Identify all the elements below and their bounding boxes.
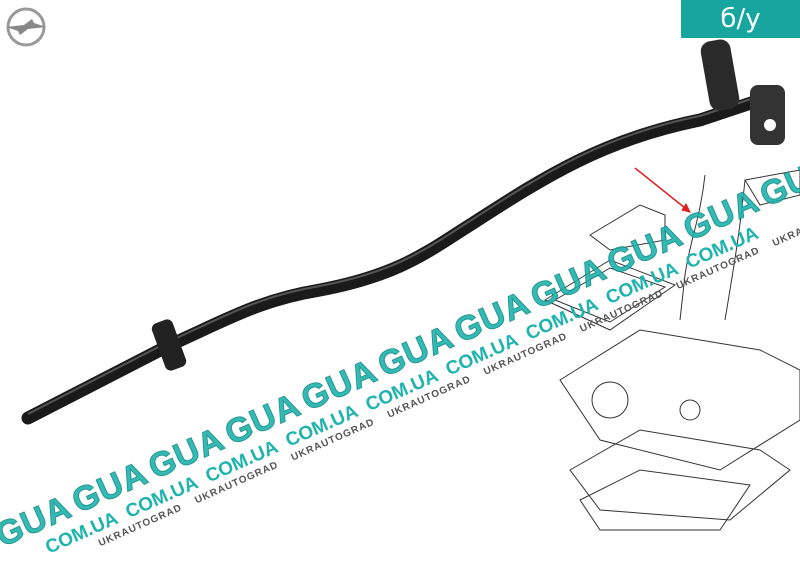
opel-logo-icon [6,7,46,47]
condition-badge: б/у [681,0,800,38]
engine-diagram [543,167,800,531]
product-photo [21,39,800,531]
dipstick-tube [21,39,785,425]
